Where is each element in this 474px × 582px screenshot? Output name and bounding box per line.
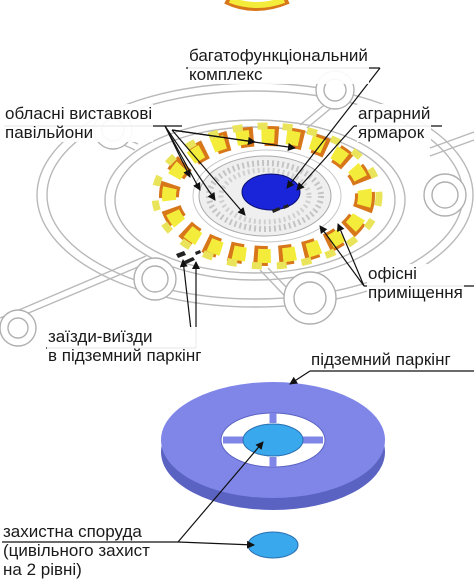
multifunctional-core: [241, 173, 301, 211]
label-office-line2: приміщення: [368, 283, 463, 302]
label-fair-line1: аграрний: [358, 104, 431, 123]
underground-parking-disc: [161, 382, 385, 510]
label-regional-pavilions: обласні виставкові павільйони: [4, 104, 154, 142]
label-fair-line2: ярмарок: [358, 123, 425, 142]
label-pavilions-line2: павільйони: [5, 123, 94, 142]
label-multifunctional-line1: багатофункціональний: [189, 46, 368, 65]
label-entrances-line1: заїзди-виїзди: [48, 327, 153, 346]
road-network: [0, 82, 474, 326]
label-shelter-line1: захистна споруда: [3, 522, 142, 541]
label-shelter-line3: на 2 рівні): [3, 560, 82, 579]
label-parking-entrances: заїзди-виїзди в підземний паркінг: [47, 327, 203, 365]
label-underground-parking: підземний паркінг: [311, 350, 451, 369]
label-shelter: захистна споруда (цивільного захист на 2…: [3, 522, 150, 579]
label-agrarian-fair: аграрний ярмарок: [357, 104, 432, 142]
label-office-premises: офісні приміщення: [367, 264, 464, 302]
label-multifunctional-line2: комплекс: [189, 65, 263, 84]
label-shelter-line2: (цивільного захист: [3, 541, 150, 560]
label-pavilions-line1: обласні виставкові: [5, 104, 153, 123]
label-entrances-line2: в підземний паркінг: [48, 346, 202, 365]
label-office-line1: офісні: [368, 264, 417, 283]
top-pavilion-fragment: [224, 0, 290, 11]
shelter-disc: [247, 531, 299, 559]
label-multifunctional-complex: багатофункціональний комплекс: [188, 46, 369, 84]
